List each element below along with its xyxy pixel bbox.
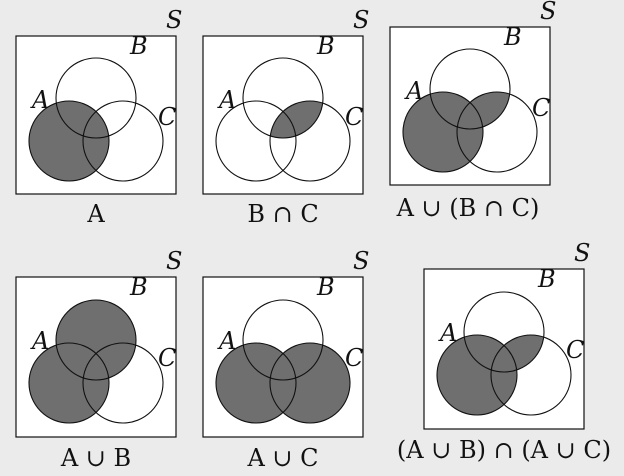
venn-panel: S A B C A ∪ C <box>202 247 369 472</box>
panel-caption: B ∩ C <box>247 200 318 228</box>
set-b-label: B <box>537 265 556 293</box>
circle-b <box>55 299 137 381</box>
universe-label: S <box>353 6 369 34</box>
set-c-label: C <box>158 103 176 131</box>
venn-panel: S A B C A <box>15 6 182 228</box>
set-b-label: B <box>316 32 335 60</box>
circle-b <box>429 48 511 130</box>
circle-c <box>490 334 572 416</box>
universe-label: S <box>166 247 182 275</box>
set-c-label: C <box>158 344 176 372</box>
venn-panel: S A B C B ∩ C <box>202 6 369 228</box>
circle-c <box>456 91 538 173</box>
circle-b <box>242 299 324 381</box>
set-b-label: B <box>316 273 335 301</box>
circle-c <box>269 100 351 182</box>
venn-panel: S A B C (A ∪ B) ∩ (A ∪ C) <box>397 239 611 464</box>
set-c-label: C <box>345 103 363 131</box>
circle-c <box>82 342 164 424</box>
set-a-label: A <box>438 319 457 347</box>
shaded-region-abc <box>270 343 296 380</box>
set-b-label: B <box>129 32 148 60</box>
universe-label: S <box>574 239 590 267</box>
set-a-label: A <box>30 327 49 355</box>
set-c-label: C <box>345 344 363 372</box>
circle-a <box>28 342 110 424</box>
venn-panel: S A B C A ∪ B <box>15 247 182 472</box>
set-a-label: A <box>30 86 49 114</box>
set-b-label: B <box>503 23 522 51</box>
set-c-label: C <box>532 94 550 122</box>
circle-c <box>269 342 351 424</box>
shaded-region-abc <box>83 101 109 138</box>
set-b-label: B <box>129 273 148 301</box>
panel-caption: A ∪ B <box>60 444 131 472</box>
venn-panel: S A B C A ∪ (B ∩ C) <box>389 0 556 222</box>
circle-b <box>463 291 545 373</box>
panel-caption: A ∪ (B ∩ C) <box>396 194 540 222</box>
shaded-region-abc <box>83 343 109 380</box>
panel-caption: (A ∪ B) ∩ (A ∪ C) <box>397 436 611 464</box>
universe-label: S <box>353 247 369 275</box>
circle-a <box>215 342 297 424</box>
universe-label: S <box>166 6 182 34</box>
shaded-region-abc <box>270 101 296 138</box>
circle-a <box>402 91 484 173</box>
panel-caption: A <box>86 200 105 228</box>
shaded-region-bc <box>83 343 136 380</box>
set-c-label: C <box>566 336 584 364</box>
circle-b <box>55 57 137 139</box>
shaded-region-bc <box>270 101 323 138</box>
circle-b <box>242 57 324 139</box>
set-a-label: A <box>404 77 423 105</box>
universe-label: S <box>540 0 556 25</box>
set-a-label: A <box>217 86 236 114</box>
circle-a <box>436 334 518 416</box>
panel-caption: A ∪ C <box>246 444 318 472</box>
shaded-region-bc <box>457 92 510 129</box>
circle-c <box>82 100 164 182</box>
shaded-region-bc <box>270 343 323 380</box>
set-a-label: A <box>217 327 236 355</box>
circle-a <box>215 100 297 182</box>
shaded-region-bc <box>491 335 544 372</box>
circle-a <box>28 100 110 182</box>
